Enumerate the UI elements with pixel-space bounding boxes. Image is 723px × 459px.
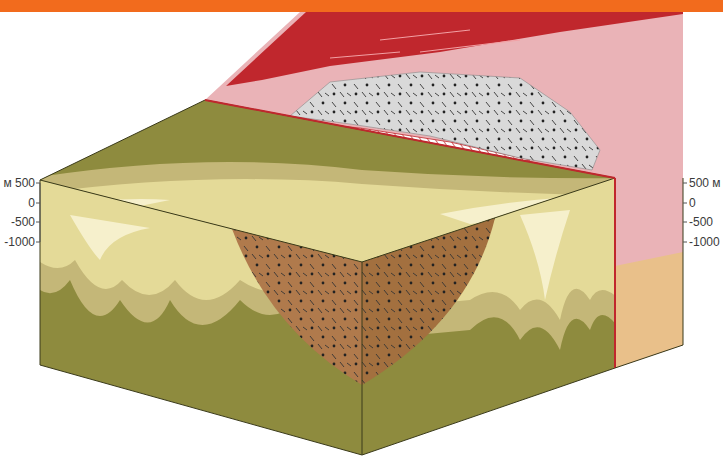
axis-label: м 500 — [3, 176, 35, 190]
axis-label: 0 — [689, 196, 696, 210]
axis-label: -500 — [689, 215, 713, 229]
scale-ticks — [36, 183, 687, 242]
fault-line — [205, 100, 615, 178]
axis-label: 500 м — [689, 176, 721, 190]
axis-label: -1000 — [4, 235, 35, 249]
axis-label: 0 — [28, 196, 35, 210]
axis-label: -500 — [11, 215, 35, 229]
beige-layer — [615, 252, 683, 368]
top-bar — [0, 0, 723, 12]
fault-line — [614, 178, 616, 368]
axis-label: -1000 — [689, 235, 720, 249]
